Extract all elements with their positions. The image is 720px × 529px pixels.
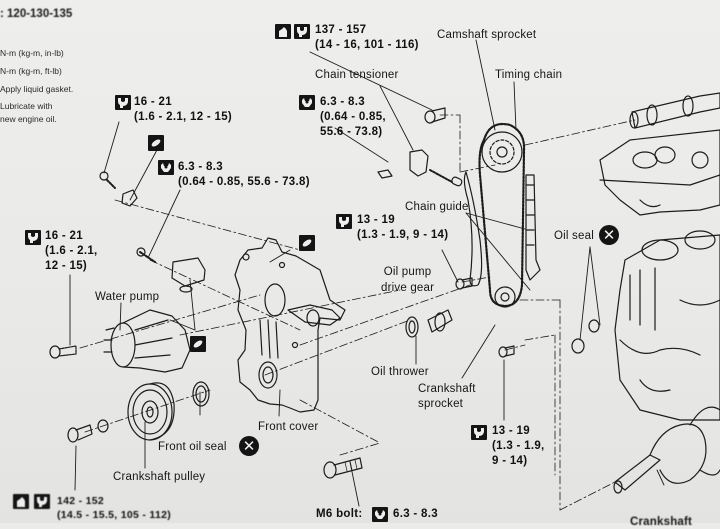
label-oil-thrower: Oil thrower <box>371 366 429 378</box>
front-oil-seal-drawing <box>192 381 210 407</box>
label-line: drive gear <box>381 282 435 294</box>
torque-wrench-inlb-icon <box>372 507 388 522</box>
torque-value-alt-2: 12 - 15) <box>45 260 88 272</box>
label-line: sprocket <box>418 398 464 410</box>
torque-value-alt-2: 55.6 - 73.8) <box>320 126 383 138</box>
camshaft-bolt-drawing <box>424 107 446 124</box>
label-water-pump: Water pump <box>95 291 160 303</box>
liquid-gasket-icon <box>190 336 206 352</box>
torque-wrench-ftlb-icon <box>336 214 352 229</box>
torque-value: 6.3 - 8.3 <box>178 161 223 173</box>
lubricate-icon <box>13 494 29 509</box>
label-oil-pump-drive-gear: Oil pump drive gear <box>381 265 434 295</box>
torque-value-alt: (1.3 - 1.9, 9 - 14) <box>357 229 449 241</box>
torque-wrench-ftlb-icon <box>25 230 41 245</box>
legend-item-inlb: N-m (kg-m, in-lb) <box>0 48 64 58</box>
label-crankshaft: Crankshaft <box>630 516 693 528</box>
thermostat-housing-drawing <box>136 247 206 293</box>
torque-wrench-ftlb-icon <box>471 425 487 440</box>
label-chain-guide: Chain guide <box>405 201 469 213</box>
chain-tensioner-drawing <box>377 149 463 187</box>
timing-chain-drawing <box>463 122 541 308</box>
torque-spec-front-cover-bolt: 6.3 - 8.3 (0.64 - 0.85, 55.6 - 73.8) <box>178 160 310 190</box>
torque-value-alt: (14 - 16, 101 - 116) <box>315 39 419 51</box>
oil-thrower-drawing <box>405 277 473 338</box>
torque-value-alt: (14.5 - 15.5, 105 - 112) <box>57 509 172 521</box>
torque-value: 16 - 21 <box>134 96 172 108</box>
leader-lines <box>69 39 665 507</box>
torque-wrench-ftlb-icon <box>34 494 50 509</box>
torque-spec-crankshaft-pulley-bolt: 142 - 152 (14.5 - 15.5, 105 - 112) <box>57 494 171 522</box>
crankshaft-drawing <box>613 406 720 494</box>
cylinder-head-drawing <box>599 129 720 216</box>
crankshaft-pulley-drawing <box>67 382 175 443</box>
torque-wrench-inlb-icon <box>158 160 174 175</box>
label-m6-bolt: M6 bolt: <box>316 508 363 520</box>
torque-value-alt: (1.6 - 2.1, <box>45 245 98 257</box>
replace-part-icon: ✕ <box>239 436 259 456</box>
label-front-cover: Front cover <box>258 421 319 433</box>
torque-spec-crank-sprocket-bolt: 13 - 19 (1.3 - 1.9, 9 - 14) <box>492 424 545 469</box>
torque-value-alt: (0.64 - 0.85, 55.6 - 73.8) <box>178 176 310 188</box>
torque-value: 6.3 - 8.3 <box>320 96 365 108</box>
torque-value-alt: (1.6 - 2.1, 12 - 15) <box>134 111 233 123</box>
model-reference: : 120-130-135 <box>0 8 73 20</box>
torque-value: 13 - 19 <box>492 425 530 437</box>
torque-value: 16 - 21 <box>45 230 83 242</box>
label-chain-tensioner: Chain tensioner <box>315 69 399 81</box>
oil-seal-right-drawing <box>571 319 600 354</box>
label-line: Oil pump <box>383 266 432 278</box>
label-crankshaft-sprocket: Crankshaft sprocket <box>418 382 476 411</box>
legend: N-m (kg-m, in-lb) N-m (kg-m, ft-lb) Appl… <box>0 44 73 126</box>
liquid-gasket-icon <box>299 235 315 251</box>
water-pump-bolt-drawing <box>49 345 77 359</box>
front-cover-drawing <box>234 237 346 413</box>
lubricate-icon <box>275 24 291 39</box>
legend-item-ftlb: N-m (kg-m, ft-lb) <box>0 66 62 76</box>
legend-item-new-oil: new engine oil. <box>0 114 57 124</box>
torque-value-alt: (0.64 - 0.85, <box>320 111 386 123</box>
torque-spec-upper-left-bolt: 16 - 21 (1.6 - 2.1, 12 - 15) <box>134 95 232 125</box>
camshaft-drawing <box>629 92 720 129</box>
cylinder-block-drawing <box>614 230 720 421</box>
label-line: Crankshaft <box>418 383 476 395</box>
torque-value: 13 - 19 <box>357 214 395 226</box>
upper-left-bolt-drawing <box>99 171 138 207</box>
torque-value: 137 - 157 <box>315 24 367 36</box>
label-front-oil-seal: Front oil seal <box>158 441 227 453</box>
torque-value: 142 - 152 <box>57 495 105 507</box>
label-timing-chain: Timing chain <box>495 69 563 81</box>
torque-wrench-ftlb-icon <box>294 24 310 39</box>
torque-spec-m6-bolt: 6.3 - 8.3 <box>393 508 438 520</box>
torque-spec-camshaft-bolt: 137 - 157 (14 - 16, 101 - 116) <box>315 23 419 53</box>
torque-value-alt: (1.3 - 1.9, <box>492 440 545 452</box>
m6-bolt-drawing <box>323 457 363 479</box>
torque-wrench-inlb-icon <box>299 95 315 110</box>
label-camshaft-sprocket: Camshaft sprocket <box>437 29 537 41</box>
crank-sprocket-bolt-drawing <box>498 345 515 358</box>
torque-wrench-ftlb-icon <box>115 95 131 110</box>
torque-spec-chain-tensioner: 6.3 - 8.3 (0.64 - 0.85, 55.6 - 73.8) <box>320 95 386 140</box>
liquid-gasket-icon <box>148 135 164 151</box>
legend-item-liquid-gasket: Apply liquid gasket. <box>0 84 74 94</box>
torque-spec-oil-pump-gear-bolt: 13 - 19 (1.3 - 1.9, 9 - 14) <box>357 213 448 243</box>
label-oil-seal: Oil seal <box>554 230 594 242</box>
legend-item-lubricate: Lubricate with <box>0 101 53 111</box>
label-crankshaft-pulley: Crankshaft pulley <box>113 471 206 483</box>
replace-part-icon: ✕ <box>599 225 619 245</box>
torque-value-alt-2: 9 - 14) <box>492 455 528 467</box>
torque-spec-water-pump-bolt: 16 - 21 (1.6 - 2.1, 12 - 15) <box>45 229 98 274</box>
